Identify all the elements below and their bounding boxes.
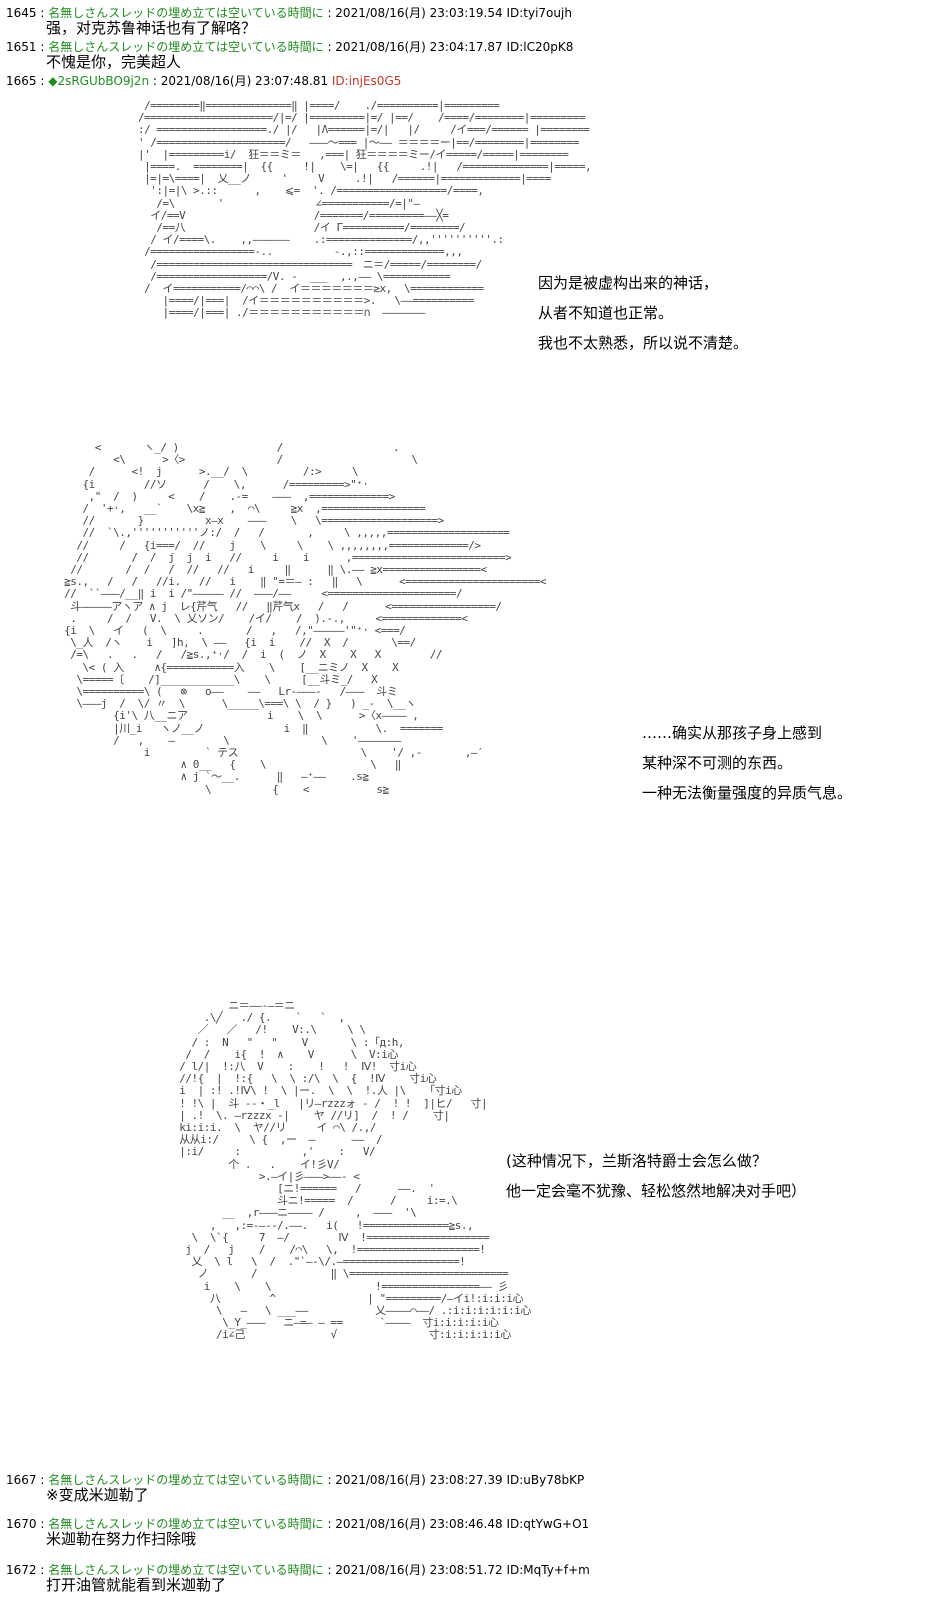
caption-line: 他一定会毫不犹豫、轻松悠然地解决对手吧）	[506, 1182, 807, 1200]
poster-name: 名無しさんスレッドの埋め立ては空いている時間に	[48, 1517, 324, 1531]
caption-panel-3: (这种情况下，兰斯洛特爵士会怎么做？ 他一定会毫不犹豫、轻松悠然地解决对手吧）	[506, 1146, 806, 1206]
post-date: 2021/08/16(月) 23:08:27.39	[335, 1473, 503, 1487]
poster-name: 名無しさんスレッドの埋め立ては空いている時間に	[48, 40, 324, 54]
post-date: 2021/08/16(月) 23:03:19.54	[335, 6, 503, 20]
caption-line: 某种深不可测的东西。	[642, 754, 793, 772]
post-header-1672: 1672 : 名無しさんスレッドの埋め立ては空いている時間に : 2021/08…	[6, 1563, 590, 1577]
caption-line: 一种无法衡量强度的异质气息。	[642, 784, 853, 802]
caption-line: (这种情况下，兰斯洛特爵士会怎么做？	[506, 1152, 767, 1170]
poster-name: 名無しさんスレッドの埋め立ては空いている時間に	[48, 6, 324, 20]
poster-name: 名無しさんスレッドの埋め立ては空いている時間に	[48, 1473, 324, 1487]
post-date: 2021/08/16(月) 23:07:48.81	[160, 74, 329, 88]
caption-panel-1: 因为是被虚构出来的神话， 从者不知道也正常。 我也不太熟悉，所以说不清楚。	[538, 268, 748, 358]
post-number[interactable]: 1665	[6, 74, 37, 88]
post-number[interactable]: 1645	[6, 6, 37, 20]
post-date: 2021/08/16(月) 23:08:46.48	[335, 1517, 503, 1531]
ascii-art-panel-2: < ヽ_/ ) / . <\ >〈> / \ / <! j >.__/ \ /:…	[64, 441, 547, 796]
caption-panel-2: ……确实从那孩子身上感到 某种深不可测的东西。 一种无法衡量强度的异质气息。	[642, 718, 852, 808]
post-header-1645: 1645 : 名無しさんスレッドの埋め立ては空いている時間に : 2021/08…	[6, 6, 572, 20]
post-body-1645: 强，对克苏鲁神话也有了解咯？	[46, 19, 257, 37]
post-number[interactable]: 1651	[6, 40, 37, 54]
ascii-art-panel-1: /========‖==============‖ |====/ ./=====…	[138, 99, 592, 320]
post-date: 2021/08/16(月) 23:08:51.72	[335, 1563, 503, 1577]
caption-line: ……确实从那孩子身上感到	[642, 724, 823, 742]
post-id[interactable]: ID:tyi7oujh	[506, 6, 572, 20]
post-body-1651: 不愧是你，完美超人	[46, 53, 182, 71]
caption-line: 因为是被虚构出来的神话，	[538, 274, 719, 292]
post-id[interactable]: ID:injEs0G5	[331, 74, 402, 88]
post-body-1670: 米迦勒在努力作扫除哦	[46, 1530, 197, 1548]
post-number[interactable]: 1667	[6, 1473, 37, 1487]
post-id[interactable]: ID:MqTy+f+m	[506, 1563, 590, 1577]
ascii-art-panel-3: ニ＝――-―＝ニ .\╱ ./ {. ` ` , ／ ／ /! V:.\ \ \…	[179, 999, 531, 1342]
poster-trip: ◆2sRGUbBO9j2n	[48, 74, 150, 88]
post-header-1670: 1670 : 名無しさんスレッドの埋め立ては空いている時間に : 2021/08…	[6, 1517, 590, 1531]
post-body-1667: ※变成米迦勒了	[46, 1486, 149, 1504]
post-id[interactable]: ID:uBy78bKP	[506, 1473, 585, 1487]
post-number[interactable]: 1670	[6, 1517, 37, 1531]
poster-name: 名無しさんスレッドの埋め立ては空いている時間に	[48, 1563, 324, 1577]
caption-line: 我也不太熟悉，所以说不清楚。	[538, 334, 749, 352]
post-body-1672: 打开油管就能看到米迦勒了	[46, 1576, 227, 1594]
post-header-1651: 1651 : 名無しさんスレッドの埋め立ては空いている時間に : 2021/08…	[6, 40, 574, 54]
post-number[interactable]: 1672	[6, 1563, 37, 1577]
post-header-1667: 1667 : 名無しさんスレッドの埋め立ては空いている時間に : 2021/08…	[6, 1473, 585, 1487]
post-id[interactable]: ID:qtYwG+O1	[506, 1517, 590, 1531]
post-header-1665: 1665 : ◆2sRGUbBO9j2n : 2021/08/16(月) 23:…	[6, 74, 402, 88]
post-date: 2021/08/16(月) 23:04:17.87	[335, 40, 503, 54]
caption-line: 从者不知道也正常。	[538, 304, 674, 322]
post-id[interactable]: ID:lC20pK8	[506, 40, 574, 54]
